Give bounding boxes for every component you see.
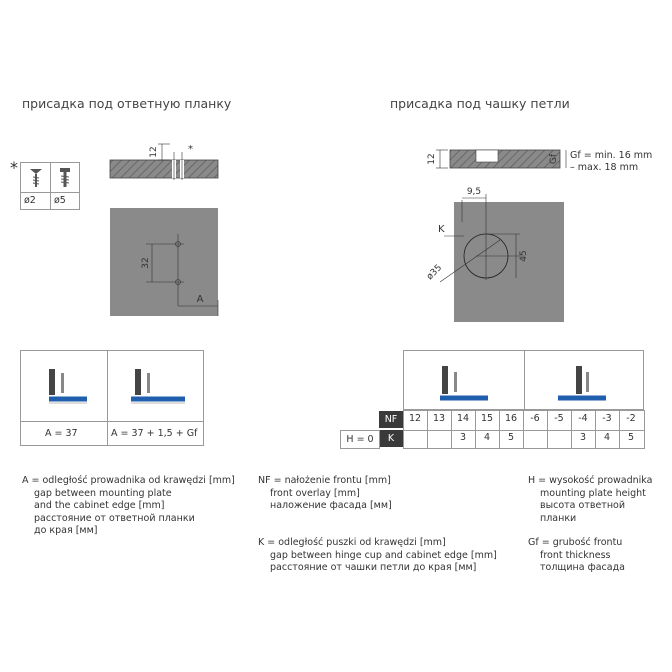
gf-note-2: – max. 18 mm [570,162,639,173]
screw-table: ø2 ø5 [20,162,80,210]
screw-small-icon [30,169,42,187]
formula-table: A = 37 A = 37 + 1,5 + Gf [20,350,204,446]
front-panel [110,208,218,316]
hinge-icon-1 [49,369,87,404]
left-dim-32: 32 [141,257,151,268]
nf-cell: -4 [578,413,588,424]
nf-cell: 14 [456,413,470,424]
legend-k: K = odległość puszki od krawędzi [mm] ga… [258,537,497,573]
formula-1: A = 37 [45,428,78,439]
gf-note-1: Gf = min. 16 mm [570,150,653,161]
k-cell: 5 [627,432,635,443]
right-dim-35: ø35 [425,263,444,282]
k-cell: 4 [603,432,611,443]
hole-bottom [175,279,181,285]
hinge-icon-2 [131,369,185,404]
k-header: K [379,430,403,447]
right-dim-12: 12 [427,153,437,164]
nf-cell: 16 [504,413,518,424]
nf-cell: -3 [602,413,612,424]
cup-recess [475,149,499,163]
nf-cell: -6 [530,413,540,424]
nf-cell: -2 [626,413,636,424]
left-dim-12: 12 [149,146,159,157]
screw-large-icon [60,168,70,187]
legend-nf: NF = nałożenie frontu [mm] front overlay… [258,475,392,511]
left-drawing: 12 * 32 A [109,143,219,316]
k-cell: 4 [483,432,491,443]
nf-header: NF [379,411,403,428]
right-dim-K: K [438,224,445,235]
nf-cell: 15 [480,413,494,424]
nf-cell: -5 [554,413,564,424]
legend-gf: Gf = grubość frontu front thickness толщ… [528,537,625,573]
formula-2: A = 37 + 1,5 + Gf [111,428,198,439]
hole-top [175,241,181,247]
nf-table: NF K H = 0 12 13 14 3 15 4 16 5 -6 -5 -4 3 -3 4 -2 5 [340,350,645,450]
right-dim-45: 45 [519,250,529,261]
k-cell: 5 [507,432,515,443]
hinge-icon-4 [558,366,606,401]
left-title: присадка под ответную планку [22,96,232,111]
right-dim-95: 9,5 [467,187,481,197]
legend-a: A = odległość prowadnika od krawędzi [mm… [22,475,235,536]
screw-d2: ø5 [54,195,66,206]
right-front-panel [454,202,564,322]
right-drawing: 12 Gf 9,5 K 45 ø35 [425,149,567,322]
nf-cell: 13 [432,413,446,424]
left-star: * [188,144,193,155]
right-side-board [449,149,561,169]
hinge-icon-3 [440,366,488,401]
right-title: присадка под чашку петли [390,96,570,111]
left-dim-A: A [197,294,204,305]
star-mark: * [10,158,18,177]
k-cell: 3 [579,432,587,443]
screw-d1: ø2 [24,195,36,206]
legend-h: H = wysokość prowadnika mounting plate h… [528,475,653,524]
side-board [109,159,219,179]
k-cell: 3 [459,432,467,443]
right-dim-gf: Gf [549,153,559,164]
h-label: H = 0 [340,430,380,449]
nf-cell: 12 [408,413,422,424]
